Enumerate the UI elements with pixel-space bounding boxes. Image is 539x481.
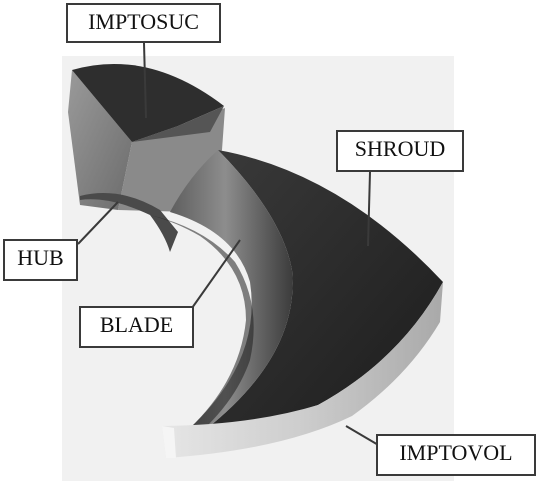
leader-lines	[77, 42, 381, 447]
label-imptosuc: IMPTOSUC	[66, 3, 221, 43]
inlet-top-highlight	[132, 106, 224, 142]
label-shroud: SHROUD	[336, 130, 464, 172]
blade-surface	[170, 150, 293, 430]
inlet-top-face	[72, 63, 224, 143]
outlet-band	[162, 282, 443, 458]
outlet-band-edge	[162, 426, 176, 458]
hub-surface	[80, 193, 178, 252]
label-blade: BLADE	[79, 306, 194, 348]
leader-imptosuc	[143, 42, 147, 119]
label-hub: HUB	[3, 239, 78, 281]
inlet-side-face	[68, 70, 132, 210]
shroud-surface	[205, 150, 443, 430]
leader-shroud	[367, 171, 371, 247]
leader-imptovol	[345, 425, 381, 447]
leader-hub	[77, 201, 119, 245]
label-imptovol: IMPTOVOL	[376, 434, 536, 476]
leader-blade	[191, 239, 241, 309]
